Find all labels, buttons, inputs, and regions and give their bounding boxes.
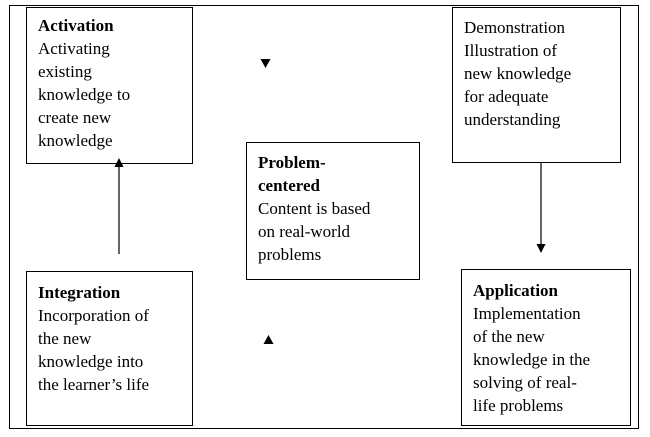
problem-title-line: Problem- [258,153,326,172]
application-box: Application Implementation of the new kn… [461,269,631,426]
demonstration-line: Illustration of [464,41,558,60]
problem-centered-box: Problem- centered Content is based on re… [246,142,420,280]
application-line: of the new [473,327,545,346]
arrowhead-up-icon [114,158,124,167]
demonstration-line: new knowledge [464,64,572,83]
demonstration-line: Demonstration [464,18,566,37]
integration-line: the new [38,329,92,348]
arrowhead-down-icon [536,244,546,253]
activation-box: Activation Activating existing knowledge… [26,7,193,164]
diagram-frame [9,5,639,429]
arrowhead-up-icon [263,335,274,344]
problem-line: Content is based [258,199,371,218]
activation-title: Activation [38,16,114,35]
activation-line: Activating [38,39,110,58]
integration-line: knowledge into [38,352,144,371]
problem-line: on real-world [258,222,351,241]
activation-line: create new [38,108,112,127]
application-title: Application [473,281,559,300]
integration-title: Integration [38,283,121,302]
application-line: solving of real- [473,373,577,392]
problem-title-line: centered [258,176,320,195]
demonstration-line: understanding [464,110,561,129]
activation-line: knowledge to [38,85,131,104]
integration-line: Incorporation of [38,306,149,325]
problem-line: problems [258,245,322,264]
demonstration-box: Demonstration Illustration of new knowle… [452,7,621,163]
application-line: knowledge in the [473,350,591,369]
activation-line: existing [38,62,92,81]
application-line: life problems [473,396,564,415]
integration-box: Integration Incorporation of the new kno… [26,271,193,426]
demonstration-line: for adequate [464,87,549,106]
activation-line: knowledge [38,131,113,150]
arrowhead-down-icon [260,59,271,68]
application-line: Implementation [473,304,581,323]
integration-line: the learner’s life [38,375,150,394]
